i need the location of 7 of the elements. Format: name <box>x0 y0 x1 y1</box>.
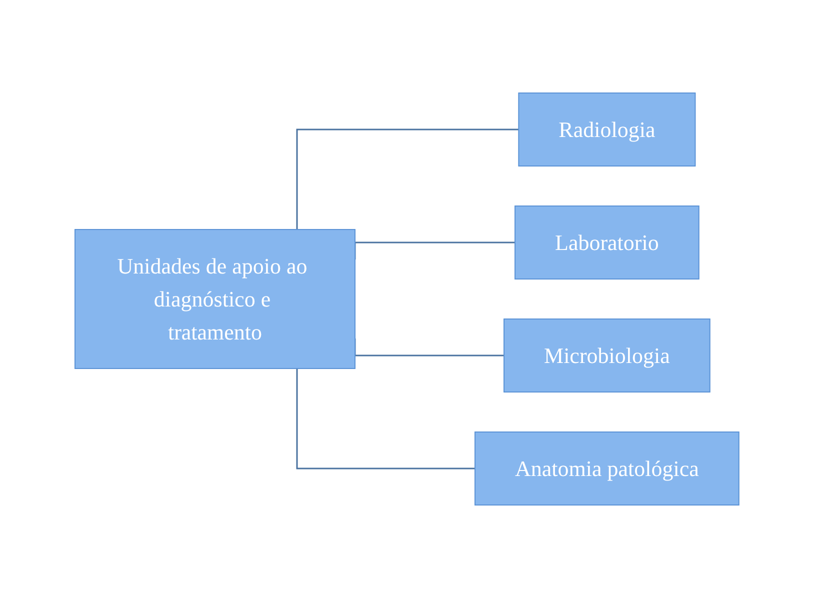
node-box: Unidades de apoio ao diagnóstico e tratamento <box>74 228 356 368</box>
connector <box>296 368 476 469</box>
node-box: Radiologia <box>518 92 696 166</box>
node-box: Microbiologia <box>504 318 710 392</box>
node-box: Laboratorio <box>514 205 700 279</box>
connector <box>296 128 519 229</box>
node-box: Anatomia patológica <box>474 431 740 505</box>
